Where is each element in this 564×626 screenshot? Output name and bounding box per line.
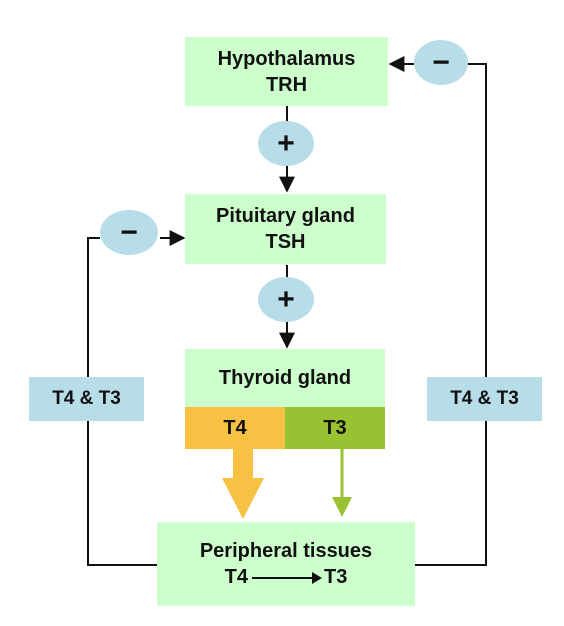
t3-secretion-bar: T3 (285, 407, 385, 449)
minus-sign-pituitary: − (100, 210, 158, 255)
t4-output-arrow (222, 449, 264, 519)
left-feedback-label: T4 & T3 (29, 377, 144, 421)
pituitary-label: Pituitary gland (216, 205, 355, 227)
thyroid-box: Thyroid gland (185, 349, 385, 407)
left-feedback-text: T4 & T3 (52, 388, 121, 409)
right-feedback-loop (415, 63, 487, 566)
conversion-row: T4 T3 (225, 564, 348, 590)
thyroid-label: Thyroid gland (218, 367, 352, 389)
hypothalamus-box: Hypothalamus TRH (185, 37, 388, 106)
t3-secretion-label: T3 (323, 416, 347, 439)
conversion-to-label: T3 (324, 566, 348, 588)
peripheral-tissues-label: Peripheral tissues (199, 540, 373, 562)
t4-secretion-label: T4 (223, 416, 247, 439)
trh-label: TRH (265, 73, 308, 96)
minus-icon: − (432, 45, 450, 79)
tsh-label: TSH (265, 231, 306, 253)
right-feedback-text: T4 & T3 (450, 388, 519, 409)
plus-sign-tsh: + (258, 277, 314, 322)
t4-secretion-bar: T4 (185, 407, 285, 449)
pituitary-box: Pituitary gland TSH (185, 194, 386, 264)
hypothalamus-label: Hypothalamus (217, 47, 356, 70)
conversion-arrow-icon (252, 571, 322, 584)
minus-sign-hypothalamus: − (414, 40, 468, 85)
plus-icon: + (277, 126, 295, 160)
t3-output-arrowhead (332, 497, 352, 517)
plus-sign-trh: + (258, 121, 314, 166)
minus-icon: − (120, 215, 138, 249)
plus-icon: + (277, 282, 295, 316)
conversion-from-label: T4 (224, 566, 248, 588)
right-feedback-label: T4 & T3 (427, 377, 542, 421)
peripheral-tissues-box: Peripheral tissues T4 T3 (157, 522, 415, 606)
